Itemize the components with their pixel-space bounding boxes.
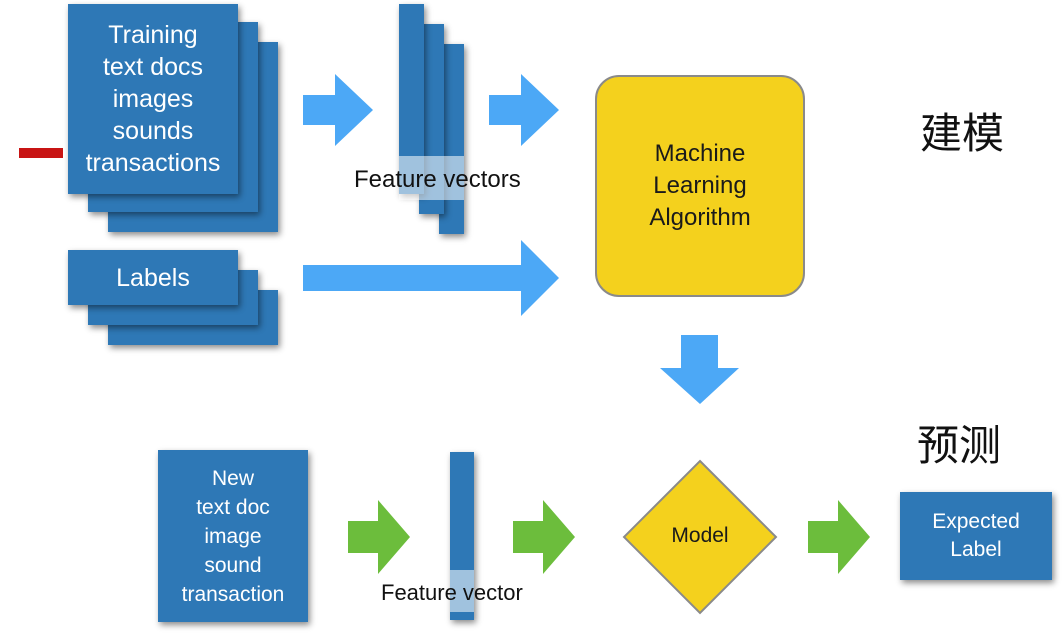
feature-vectors-label: Feature vectors xyxy=(354,166,521,193)
arrow-right-icon xyxy=(808,500,870,574)
arrow-right-icon xyxy=(489,74,559,146)
red-mark xyxy=(19,148,63,158)
model-diamond xyxy=(622,459,778,615)
ml-algorithm-box: Machine Learning Algorithm xyxy=(595,75,805,297)
labels-card-front: Labels xyxy=(68,250,238,305)
new-input-card: New text doc image sound transaction xyxy=(158,450,308,622)
modeling-section-label: 建模 xyxy=(920,109,1005,158)
arrow-right-icon xyxy=(303,240,559,316)
arrow-down-icon xyxy=(660,335,739,404)
arrow-right-icon xyxy=(303,74,373,146)
training-card-front: Training text docs images sounds transac… xyxy=(68,4,238,194)
model-label: Model xyxy=(671,524,729,547)
arrow-right-icon xyxy=(513,500,575,574)
prediction-section-label: 预测 xyxy=(917,421,1002,470)
feature-vector-label: Feature vector xyxy=(381,580,523,605)
arrow-right-icon xyxy=(348,500,410,574)
feature-vector-highlight xyxy=(450,570,474,612)
feature-vectors-highlight xyxy=(399,156,464,200)
expected-label-card: Expected Label xyxy=(900,492,1052,580)
